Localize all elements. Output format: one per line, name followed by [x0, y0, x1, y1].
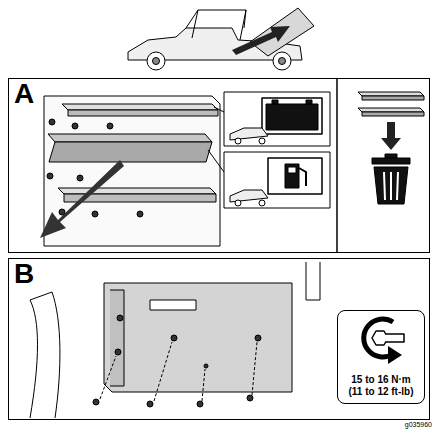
drawing-part	[232, 26, 290, 55]
drawing-part	[235, 200, 241, 206]
drawing-part	[62, 104, 218, 110]
drawing-part	[336, 78, 338, 253]
drawing-part	[171, 335, 177, 341]
drawing-part	[372, 158, 410, 164]
drawing-part	[117, 315, 123, 321]
drawing-part	[72, 123, 78, 129]
panel-letter: A	[14, 80, 34, 108]
drawing-part	[47, 119, 143, 217]
drawing-part	[137, 211, 143, 217]
drawing-part	[92, 211, 98, 217]
drawing-part	[306, 100, 312, 104]
drawing-part	[93, 315, 261, 407]
drawing-part	[259, 200, 265, 206]
drawing-part	[374, 167, 408, 204]
drawing-part	[202, 369, 205, 401]
panel-letter: B	[14, 260, 34, 288]
drawing-part	[385, 154, 397, 158]
drawing-part	[30, 292, 52, 300]
drawing-part	[272, 100, 278, 104]
drawing-part	[30, 300, 38, 418]
drawing-part	[47, 173, 53, 179]
drawing-part	[150, 300, 196, 310]
drawing-part	[214, 107, 224, 112]
drawing-part	[100, 356, 116, 399]
torque-value: 15 to 16 N·m (11 to 12 ft-lb)	[346, 374, 416, 398]
panel-b-art	[30, 262, 404, 418]
drawing-part	[358, 108, 424, 112]
drawing-part	[288, 167, 296, 173]
drawing-part	[192, 10, 198, 38]
drawing-part	[384, 172, 385, 200]
drawing-part	[154, 342, 172, 401]
drawing-part	[255, 335, 261, 341]
drawing-part	[362, 96, 424, 100]
drawing-part	[93, 399, 99, 405]
drawing-part	[100, 342, 257, 401]
drawing-part	[240, 10, 246, 40]
drawing-part	[262, 98, 322, 134]
vehicle	[128, 8, 314, 70]
drawing-part	[299, 168, 306, 186]
drawing-part	[259, 138, 265, 144]
drawing-part	[58, 188, 216, 194]
drawing-part	[266, 104, 318, 130]
drawing-part	[208, 150, 224, 172]
drawing-part	[204, 364, 208, 368]
drawing-part	[147, 52, 165, 70]
drawing-part	[279, 58, 286, 65]
drawing-part	[224, 152, 330, 208]
torque-spec-box: 15 to 16 N·m (11 to 12 ft-lb)	[337, 310, 425, 404]
drawing-part	[107, 123, 113, 129]
panel-frame: B 15 to 16 N·m (11 to 12 ft-lb)	[8, 258, 430, 420]
drawing-part	[362, 112, 424, 116]
drawing-part	[153, 58, 160, 65]
drawing-part	[115, 349, 121, 355]
drawing-part	[52, 292, 60, 418]
figure-code: g035960	[405, 421, 432, 428]
drawing-part	[49, 119, 55, 125]
drawing-part	[397, 172, 398, 200]
drawing-part	[358, 92, 424, 96]
drawing-part	[388, 346, 402, 364]
panel-frame: A	[8, 78, 430, 253]
drawing-part	[49, 142, 212, 162]
drawing-part	[247, 395, 253, 401]
drawing-part	[252, 342, 257, 395]
drawing-part	[104, 283, 292, 392]
drawing-part	[381, 122, 401, 150]
panel-a-art	[40, 78, 424, 253]
drawing-part	[77, 175, 83, 181]
drawing-part	[235, 138, 241, 144]
drawing-part	[306, 262, 320, 300]
drawing-part	[48, 134, 212, 142]
drawing-part	[197, 401, 203, 407]
drawing-part	[147, 401, 153, 407]
drawing-part	[68, 110, 218, 116]
drawing-part	[390, 172, 392, 200]
drawing-part	[40, 160, 124, 238]
drawing-part	[285, 164, 299, 188]
drawing-part	[224, 92, 330, 146]
drawing-part	[385, 334, 404, 342]
drawing-part	[44, 96, 220, 246]
drawing-part	[110, 290, 124, 386]
drawing-part	[273, 52, 291, 70]
drawing-part	[268, 158, 322, 194]
